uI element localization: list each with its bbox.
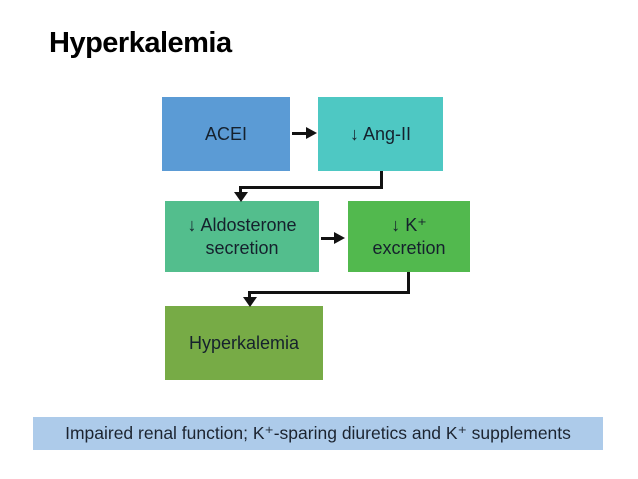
- arrow-aldosterone-to-kexcretion-head-icon: [334, 232, 345, 244]
- arrow-ang2-to-aldosterone-vertical: [380, 171, 383, 189]
- arrow-kexcretion-to-hyperkalemia-head-icon: [243, 297, 257, 307]
- flow-box-ang2: ↓ Ang-II: [318, 97, 443, 171]
- arrow-ang2-to-aldosterone-head-icon: [234, 192, 248, 202]
- flow-box-aldosterone-line1: ↓ Aldosterone: [187, 214, 297, 235]
- flow-box-hyperkalemia: Hyperkalemia: [165, 306, 323, 380]
- flow-box-acei: ACEI: [162, 97, 290, 171]
- arrow-acei-to-ang2-head-icon: [306, 127, 317, 139]
- footer-banner-text: Impaired renal function; K⁺-sparing diur…: [65, 423, 571, 443]
- arrow-ang2-to-aldosterone-horizontal: [239, 186, 383, 189]
- flow-box-k-excretion-line1: ↓ K⁺: [391, 214, 427, 235]
- arrow-aldosterone-to-kexcretion-line: [321, 237, 337, 240]
- flow-box-hyperkalemia-label: Hyperkalemia: [188, 332, 300, 353]
- flow-box-k-excretion-line2: excretion: [372, 237, 446, 258]
- arrow-kexcretion-to-hyperkalemia-horizontal: [248, 291, 410, 294]
- slide-title: Hyperkalemia: [49, 27, 232, 59]
- flow-box-aldosterone-line2: secretion: [205, 237, 279, 258]
- arrow-kexcretion-to-hyperkalemia-stub: [248, 291, 251, 299]
- arrow-ang2-to-aldosterone-stub: [239, 186, 242, 194]
- flow-box-aldosterone: ↓ Aldosterone secretion: [165, 201, 319, 272]
- flow-box-k-excretion: ↓ K⁺ excretion: [348, 201, 470, 272]
- arrow-acei-to-ang2-line: [292, 132, 308, 135]
- arrow-kexcretion-to-hyperkalemia-vertical: [407, 272, 410, 294]
- footer-banner: Impaired renal function; K⁺-sparing diur…: [33, 417, 603, 450]
- flow-box-ang2-label: ↓ Ang-II: [349, 123, 412, 144]
- flow-box-acei-label: ACEI: [204, 123, 247, 144]
